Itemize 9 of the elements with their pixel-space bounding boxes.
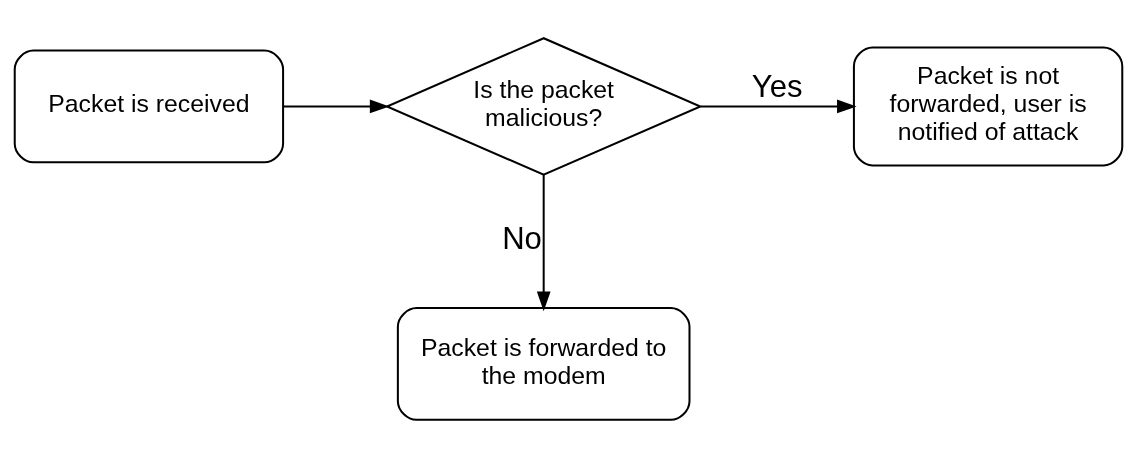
edge-label: Yes [751, 68, 803, 104]
arrow [283, 99, 390, 113]
node-box: Packet is received [13, 49, 285, 163]
edge-label: No [502, 220, 542, 256]
node-box: Packet is forwarded to the modem [396, 306, 691, 421]
arrow [536, 174, 551, 311]
node-diamond: Is the packet malicious? [384, 36, 703, 176]
arrow [700, 99, 857, 113]
node-box: Packet is not forwarded, user is notified of attack [852, 46, 1124, 166]
